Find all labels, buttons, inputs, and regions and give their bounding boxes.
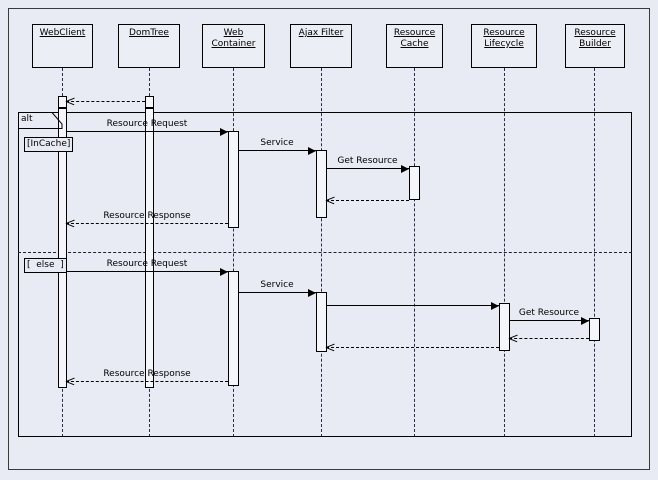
message-label-m3: Get Resource bbox=[337, 156, 398, 166]
message-line-m1[interactable] bbox=[66, 131, 228, 132]
message-line-m9[interactable] bbox=[509, 320, 589, 321]
arrowhead-open-m12 bbox=[66, 377, 75, 386]
lifeline-name: DomTree bbox=[129, 28, 169, 38]
activation-a-webcont-2[interactable] bbox=[228, 271, 239, 386]
alt-fragment-tab: alt bbox=[18, 112, 63, 129]
lifeline-name: Resource Builder bbox=[574, 28, 616, 49]
message-line-m5[interactable] bbox=[66, 223, 228, 224]
message-label-m6: Resource Request bbox=[106, 259, 188, 269]
arrowhead-open-m4 bbox=[326, 196, 335, 205]
message-label-m7: Service bbox=[260, 280, 294, 290]
message-line-m0[interactable] bbox=[66, 101, 145, 102]
arrowhead-filled-m7 bbox=[308, 289, 316, 297]
arrowhead-open-m11 bbox=[326, 343, 335, 352]
alt-guard-1: [ else ] bbox=[24, 258, 67, 273]
arrowhead-filled-m8 bbox=[491, 302, 499, 310]
arrowhead-filled-m3 bbox=[401, 165, 409, 173]
message-label-m9: Get Resource bbox=[518, 308, 580, 318]
lifeline-name: Ajax Filter bbox=[298, 28, 344, 38]
message-line-m7[interactable] bbox=[238, 292, 316, 293]
arrowhead-open-m0 bbox=[66, 97, 75, 106]
message-line-m2[interactable] bbox=[238, 150, 316, 151]
message-label-m2: Service bbox=[260, 138, 294, 148]
activation-a-reslife-2[interactable] bbox=[499, 303, 510, 351]
lifeline-head-reslife[interactable]: Resource Lifecycle bbox=[471, 24, 537, 68]
message-line-m4[interactable] bbox=[326, 200, 409, 201]
activation-a-webclient-main[interactable] bbox=[58, 108, 67, 388]
message-line-m12[interactable] bbox=[66, 381, 228, 382]
message-line-m6[interactable] bbox=[66, 271, 228, 272]
lifeline-head-rescache[interactable]: Resource Cache bbox=[386, 24, 443, 68]
activation-a-ajax-1[interactable] bbox=[316, 150, 327, 218]
arrowhead-open-m5 bbox=[66, 219, 75, 228]
diagram-outer-frame bbox=[8, 8, 650, 470]
activation-a-domtree-main[interactable] bbox=[145, 108, 154, 388]
message-line-m8[interactable] bbox=[326, 305, 499, 306]
lifeline-name: Resource Lifecycle bbox=[483, 28, 525, 49]
arrowhead-filled-m6 bbox=[220, 268, 228, 276]
alt-tab-diagonal bbox=[18, 112, 63, 129]
arrowhead-open-m10 bbox=[509, 334, 518, 343]
lifeline-head-webclient[interactable]: WebClient bbox=[32, 24, 93, 68]
lifeline-head-ajaxfilter[interactable]: Ajax Filter bbox=[290, 24, 352, 68]
arrowhead-filled-m1 bbox=[220, 128, 228, 136]
lifeline-name: Resource Cache bbox=[393, 28, 436, 49]
message-label-m1: Resource Request bbox=[106, 119, 188, 129]
activation-a-rescache-1[interactable] bbox=[409, 166, 420, 200]
lifeline-head-webcont[interactable]: Web Container bbox=[202, 24, 265, 68]
activation-a-domtree-top[interactable] bbox=[145, 96, 154, 108]
message-label-m12: Resource Response bbox=[103, 369, 191, 379]
message-line-m3[interactable] bbox=[326, 168, 409, 169]
lifeline-name: WebClient bbox=[39, 28, 86, 38]
message-line-m11[interactable] bbox=[326, 347, 499, 348]
activation-a-ajax-2[interactable] bbox=[316, 292, 327, 352]
activation-a-webcont-1[interactable] bbox=[228, 131, 239, 228]
message-label-m5: Resource Response bbox=[103, 211, 191, 221]
message-line-m10[interactable] bbox=[509, 338, 589, 339]
lifeline-name: Web Container bbox=[211, 28, 256, 49]
alt-tab-label: alt bbox=[21, 114, 33, 124]
alt-fragment-frame bbox=[18, 112, 632, 437]
lifeline-head-domtree[interactable]: DomTree bbox=[118, 24, 180, 68]
lifeline-head-resbuilder[interactable]: Resource Builder bbox=[565, 24, 625, 68]
arrowhead-filled-m9 bbox=[581, 317, 589, 325]
alt-operand-separator-1 bbox=[18, 252, 632, 253]
arrowhead-filled-m2 bbox=[308, 147, 316, 155]
activation-a-resbuilder-2[interactable] bbox=[589, 318, 600, 341]
alt-guard-0: [InCache] bbox=[24, 137, 74, 152]
